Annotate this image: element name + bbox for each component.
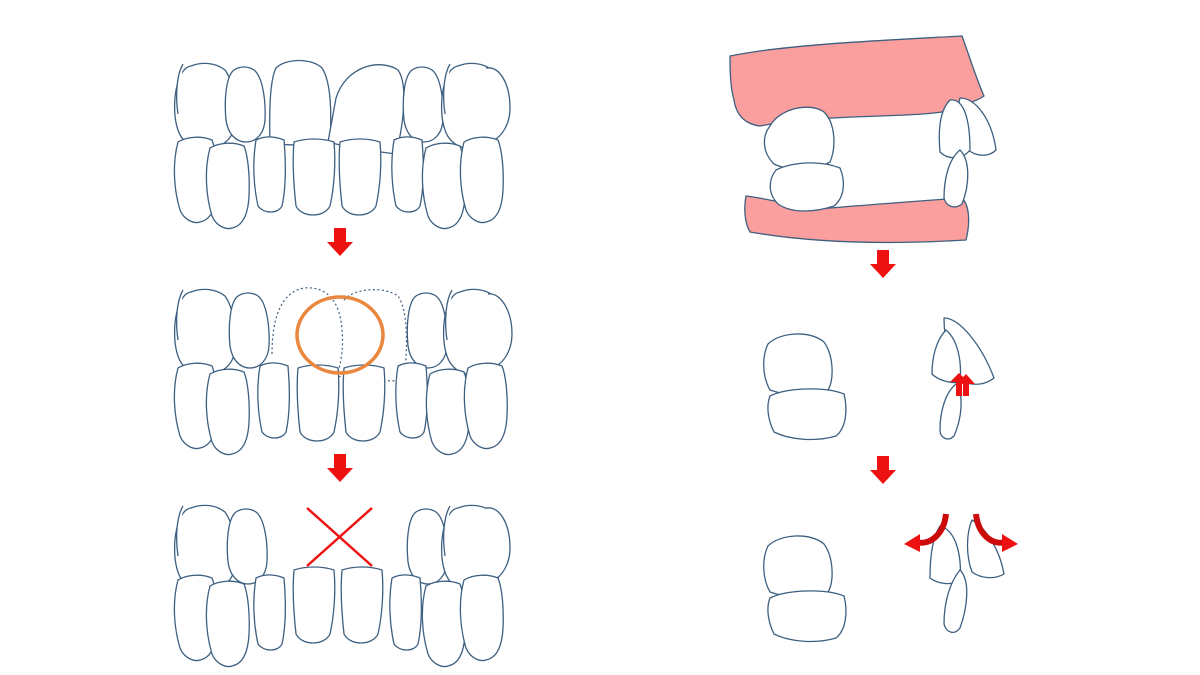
up-arrow-icon	[950, 373, 975, 396]
cross-icon	[306, 507, 373, 567]
down-arrow-icon	[870, 250, 896, 278]
curved-arrow-icon	[904, 513, 1018, 552]
left-row-1-crowded-teeth	[173, 59, 511, 230]
left-row-2-circled-problem	[173, 287, 513, 456]
upper-gum	[729, 35, 985, 127]
right-row-3-teeth-spreading	[763, 513, 1018, 643]
left-row-3-removed-teeth	[173, 504, 511, 668]
right-row-2-upward-force	[763, 317, 995, 441]
right-row-1-jaw-side-view	[729, 35, 997, 244]
highlight-circle-icon	[295, 295, 385, 375]
down-arrow-icon	[870, 456, 896, 484]
down-arrow-icon	[327, 454, 353, 482]
down-arrow-icon	[327, 228, 353, 256]
